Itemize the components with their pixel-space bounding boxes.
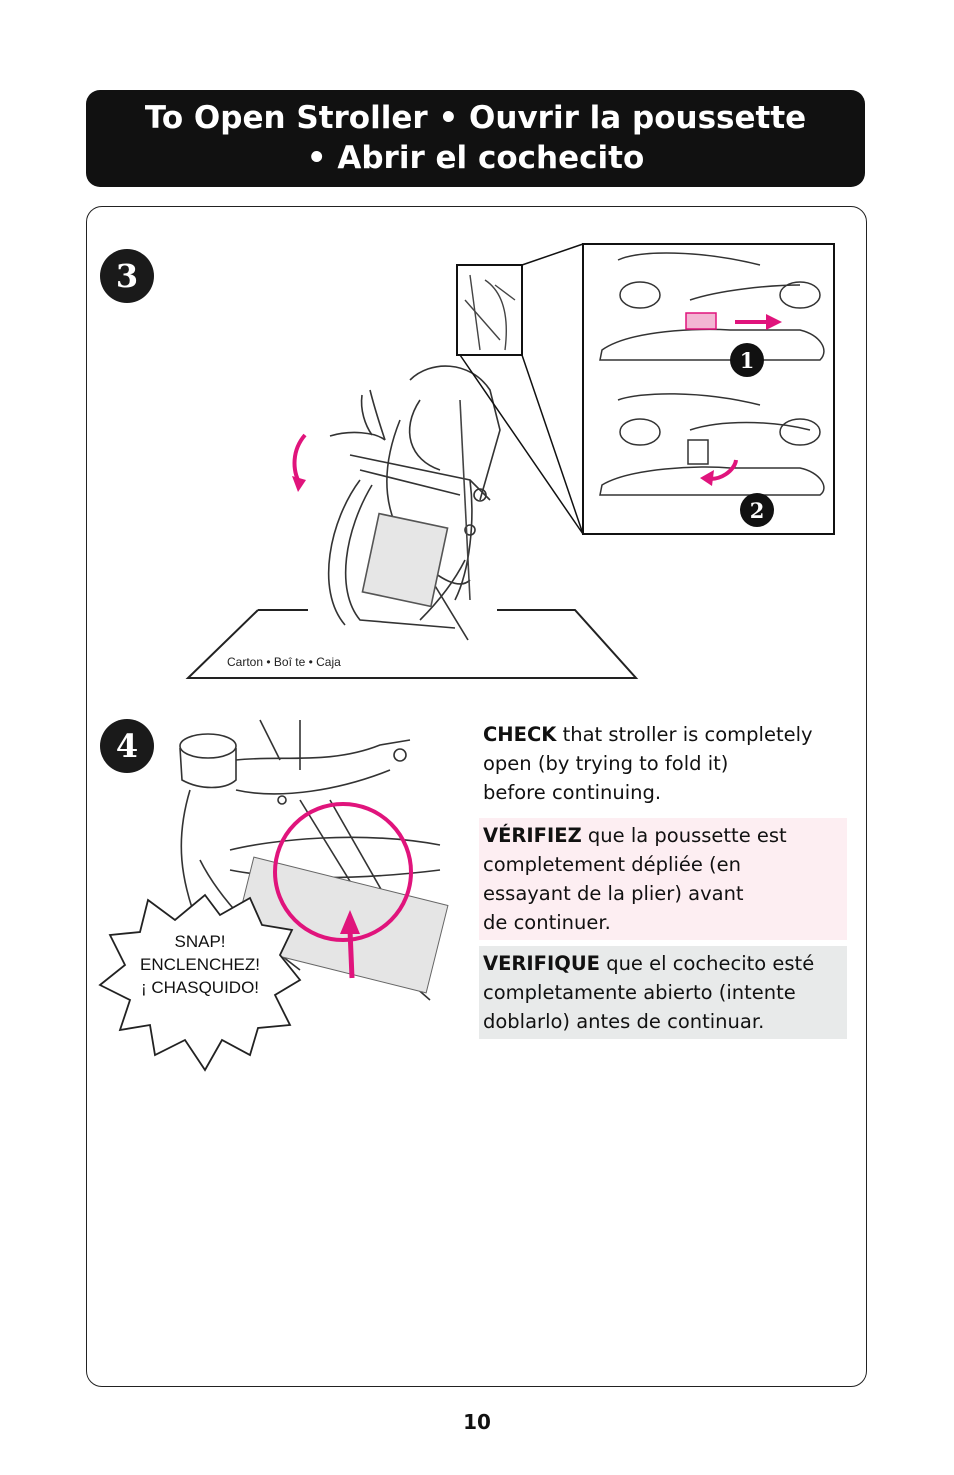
carton-label: Carton • Boî te • Caja bbox=[227, 655, 341, 669]
snap-line-2: ENCLENCHEZ! bbox=[140, 955, 260, 974]
fr-line-2: completement dépliée (en bbox=[483, 853, 742, 876]
en-line-2: open (by trying to fold it) bbox=[483, 752, 729, 775]
fr-line-3: essayant de la plier) avant bbox=[483, 882, 744, 905]
step-3-badge: 3 bbox=[100, 249, 154, 303]
sub-step-2-badge: 2 bbox=[740, 493, 774, 527]
detail-1-sketch bbox=[599, 252, 825, 361]
snap-line-1: SNAP! bbox=[174, 932, 226, 951]
title-line-1: To Open Stroller • Ouvrir la poussette bbox=[144, 100, 807, 136]
page-title: To Open Stroller • Ouvrir la poussette •… bbox=[86, 90, 865, 187]
fr-line-4: de continuer. bbox=[483, 911, 611, 934]
en-line-1: that stroller is completely bbox=[556, 723, 813, 746]
push-arrow bbox=[347, 929, 355, 979]
es-line-3: doblarlo) antes de continuar. bbox=[483, 1010, 765, 1033]
mesh-basket bbox=[231, 856, 449, 994]
title-line-2: • Abrir el cochecito bbox=[306, 140, 645, 176]
instruction-spanish: VERIFIQUE que el cochecito esté completa… bbox=[479, 946, 847, 1039]
stroller-folded-sketch bbox=[327, 365, 501, 641]
es-line-1: que el cochecito esté bbox=[600, 952, 815, 975]
snap-starburst bbox=[98, 893, 302, 1072]
en-line-3: before continuing. bbox=[483, 781, 662, 804]
zoom-detail-box bbox=[582, 243, 835, 535]
carton-shape bbox=[185, 609, 639, 679]
step-4-badge: 4 bbox=[100, 719, 154, 773]
zoom-source-box bbox=[456, 264, 523, 356]
highlight-circle bbox=[273, 802, 413, 942]
sub-step-1-badge: 1 bbox=[730, 343, 764, 377]
fr-bold: VÉRIFIEZ bbox=[483, 824, 582, 847]
snap-callout: SNAP! ENCLENCHEZ! ¡ CHASQUIDO! bbox=[118, 930, 282, 999]
es-line-2: completamente abierto (intente bbox=[483, 981, 796, 1004]
es-bold: VERIFIQUE bbox=[483, 952, 600, 975]
snap-line-3: ¡ CHASQUIDO! bbox=[140, 978, 260, 997]
fr-line-1: que la poussette est bbox=[581, 824, 787, 847]
instruction-english: CHECK that stroller is completely open (… bbox=[479, 717, 847, 810]
en-bold: CHECK bbox=[483, 723, 557, 746]
page-number: 10 bbox=[463, 1410, 491, 1434]
detail-2-sketch bbox=[599, 393, 825, 496]
instruction-french: VÉRIFIEZ que la poussette est completeme… bbox=[479, 818, 847, 940]
